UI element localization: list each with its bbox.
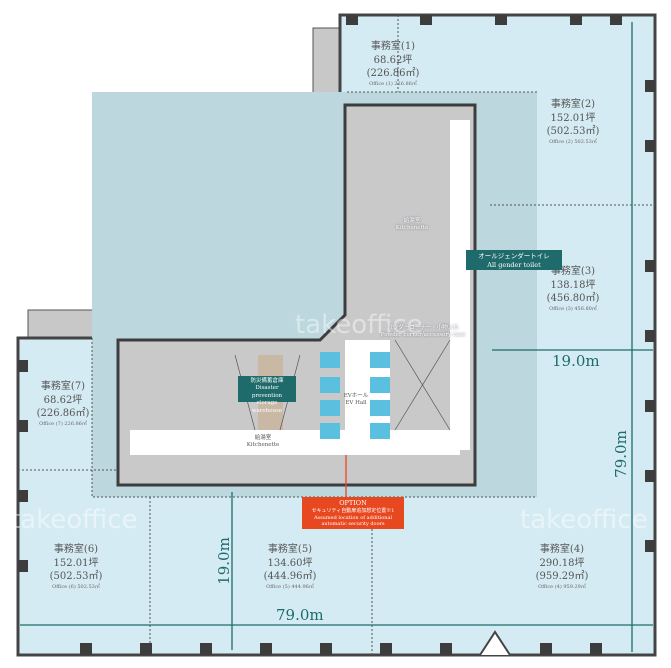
office-5-label: 事務室(5)134.60坪(444.96㎡)Office (5) 444.96㎡ [263,544,317,590]
office-6-label: 事務室(6)152.01坪(502.53㎡)Office (6) 502.53㎡ [49,544,103,590]
dim-bottom-width: 79.0m [276,606,324,624]
corridor [130,430,460,455]
entrance-notch [479,630,511,656]
office-7-label: 事務室(7)68.62坪(226.86㎡)Office (7) 226.86㎡ [36,381,90,427]
office-1-label: 事務室(1)68.62坪(226.86㎡)Office (1) 226.86㎡ [366,41,420,87]
watermark: takeoffice [520,505,648,535]
office-4-label: 事務室(4)290.18坪(959.29㎡)Office (4) 959.29㎡ [535,544,589,590]
dim-bottom-depth: 19.0m [214,537,233,585]
watermark: takeoffice [10,505,138,535]
dim-right-depth: 19.0m [552,352,600,370]
watermark: takeoffice [295,310,423,340]
office-3-label: 事務室(3)138.18坪(456.80㎡)Office (3) 456.80㎡ [546,266,600,312]
dim-right-height: 79.0m [611,430,630,478]
office-2-label: 事務室(2)152.01坪(502.53㎡)Office (2) 502.53㎡ [546,99,600,145]
